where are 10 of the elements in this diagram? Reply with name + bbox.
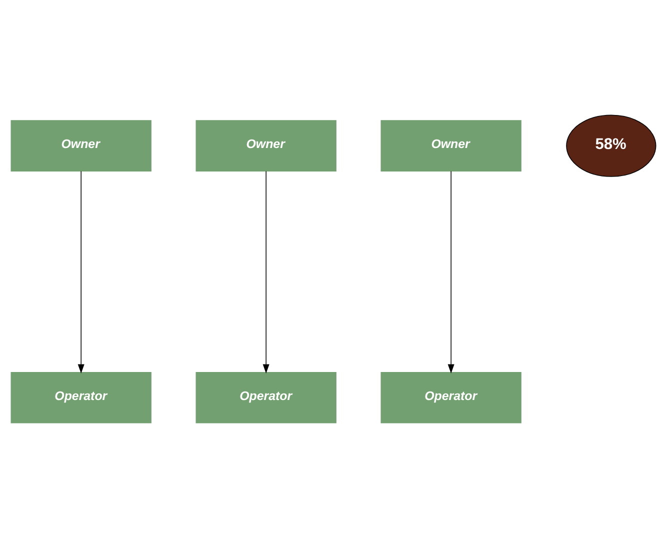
node-ellipse: 58%: [566, 114, 656, 176]
node-box: Owner: [196, 120, 336, 171]
node-box: Operator: [380, 371, 522, 423]
arrow: [262, 170, 270, 374]
arrow: [448, 170, 454, 374]
node-box: Operator: [10, 371, 152, 423]
node-box: Owner: [380, 120, 522, 171]
node-box: Operator: [196, 371, 336, 423]
node-box: Owner: [10, 120, 152, 171]
arrow: [78, 170, 84, 374]
